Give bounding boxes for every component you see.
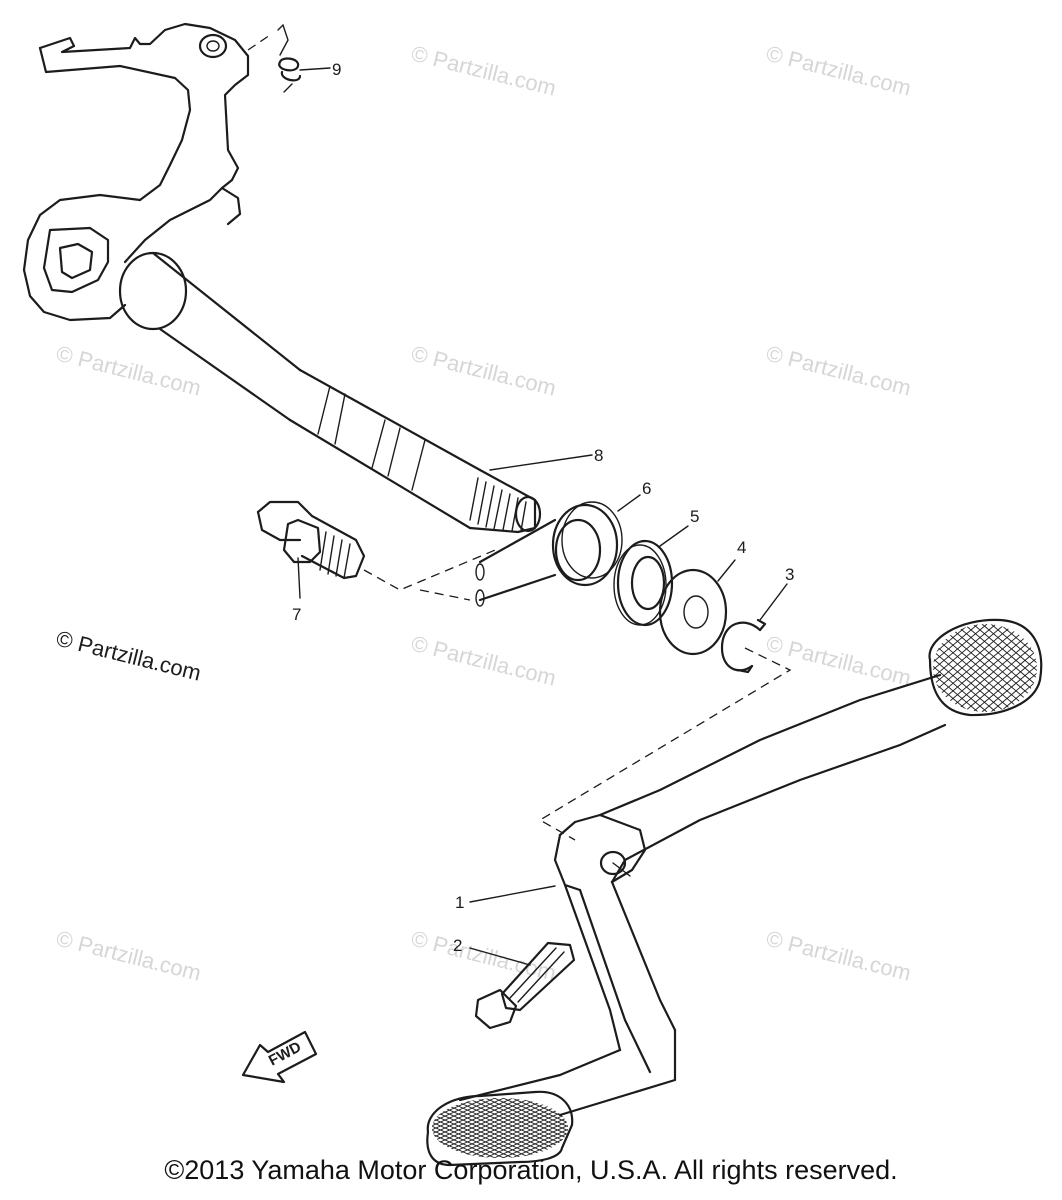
watermark: © Partzilla.com <box>409 631 559 691</box>
spring-9 <box>247 23 302 93</box>
bolt-7 <box>256 500 366 580</box>
brake-arm <box>22 22 250 322</box>
spline-teeth <box>469 477 527 532</box>
watermark: © Partzilla.com <box>764 41 914 101</box>
callout-4: 4 <box>737 538 746 557</box>
callout-5: 5 <box>690 507 699 526</box>
shaft <box>118 251 542 534</box>
watermark-prominent: © Partzilla.com <box>54 626 204 686</box>
watermark: © Partzilla.com <box>54 926 204 986</box>
watermark: © Partzilla.com <box>764 341 914 401</box>
circlip-3 <box>720 618 767 674</box>
callout-9: 9 <box>332 60 341 79</box>
seal-5 <box>613 539 674 627</box>
callout-7: 7 <box>292 605 301 624</box>
callout-3: 3 <box>785 565 794 584</box>
spring-6 <box>475 501 623 607</box>
callouts: 9 8 6 5 4 3 7 1 2 <box>292 60 794 966</box>
brake-pedal <box>426 618 1043 1167</box>
front-pad-hatching <box>432 1098 568 1158</box>
callout-8: 8 <box>594 446 603 465</box>
bolt-2 <box>474 941 576 1030</box>
callout-1: 1 <box>455 893 464 912</box>
copyright-notice: ©2013 Yamaha Motor Corporation, U.S.A. A… <box>164 1155 898 1185</box>
watermark: © Partzilla.com <box>764 926 914 986</box>
watermark-layer: © Partzilla.com © Partzilla.com © Partzi… <box>54 41 914 986</box>
watermark: © Partzilla.com <box>54 341 204 401</box>
assembly-lines <box>363 547 792 841</box>
callout-2: 2 <box>453 936 462 955</box>
callout-6: 6 <box>642 479 651 498</box>
watermark: © Partzilla.com <box>409 341 559 401</box>
fwd-arrow-icon: FWD <box>241 1030 318 1084</box>
watermark: © Partzilla.com <box>409 41 559 101</box>
washer-4 <box>658 568 728 656</box>
watermark: © Partzilla.com <box>764 631 914 691</box>
